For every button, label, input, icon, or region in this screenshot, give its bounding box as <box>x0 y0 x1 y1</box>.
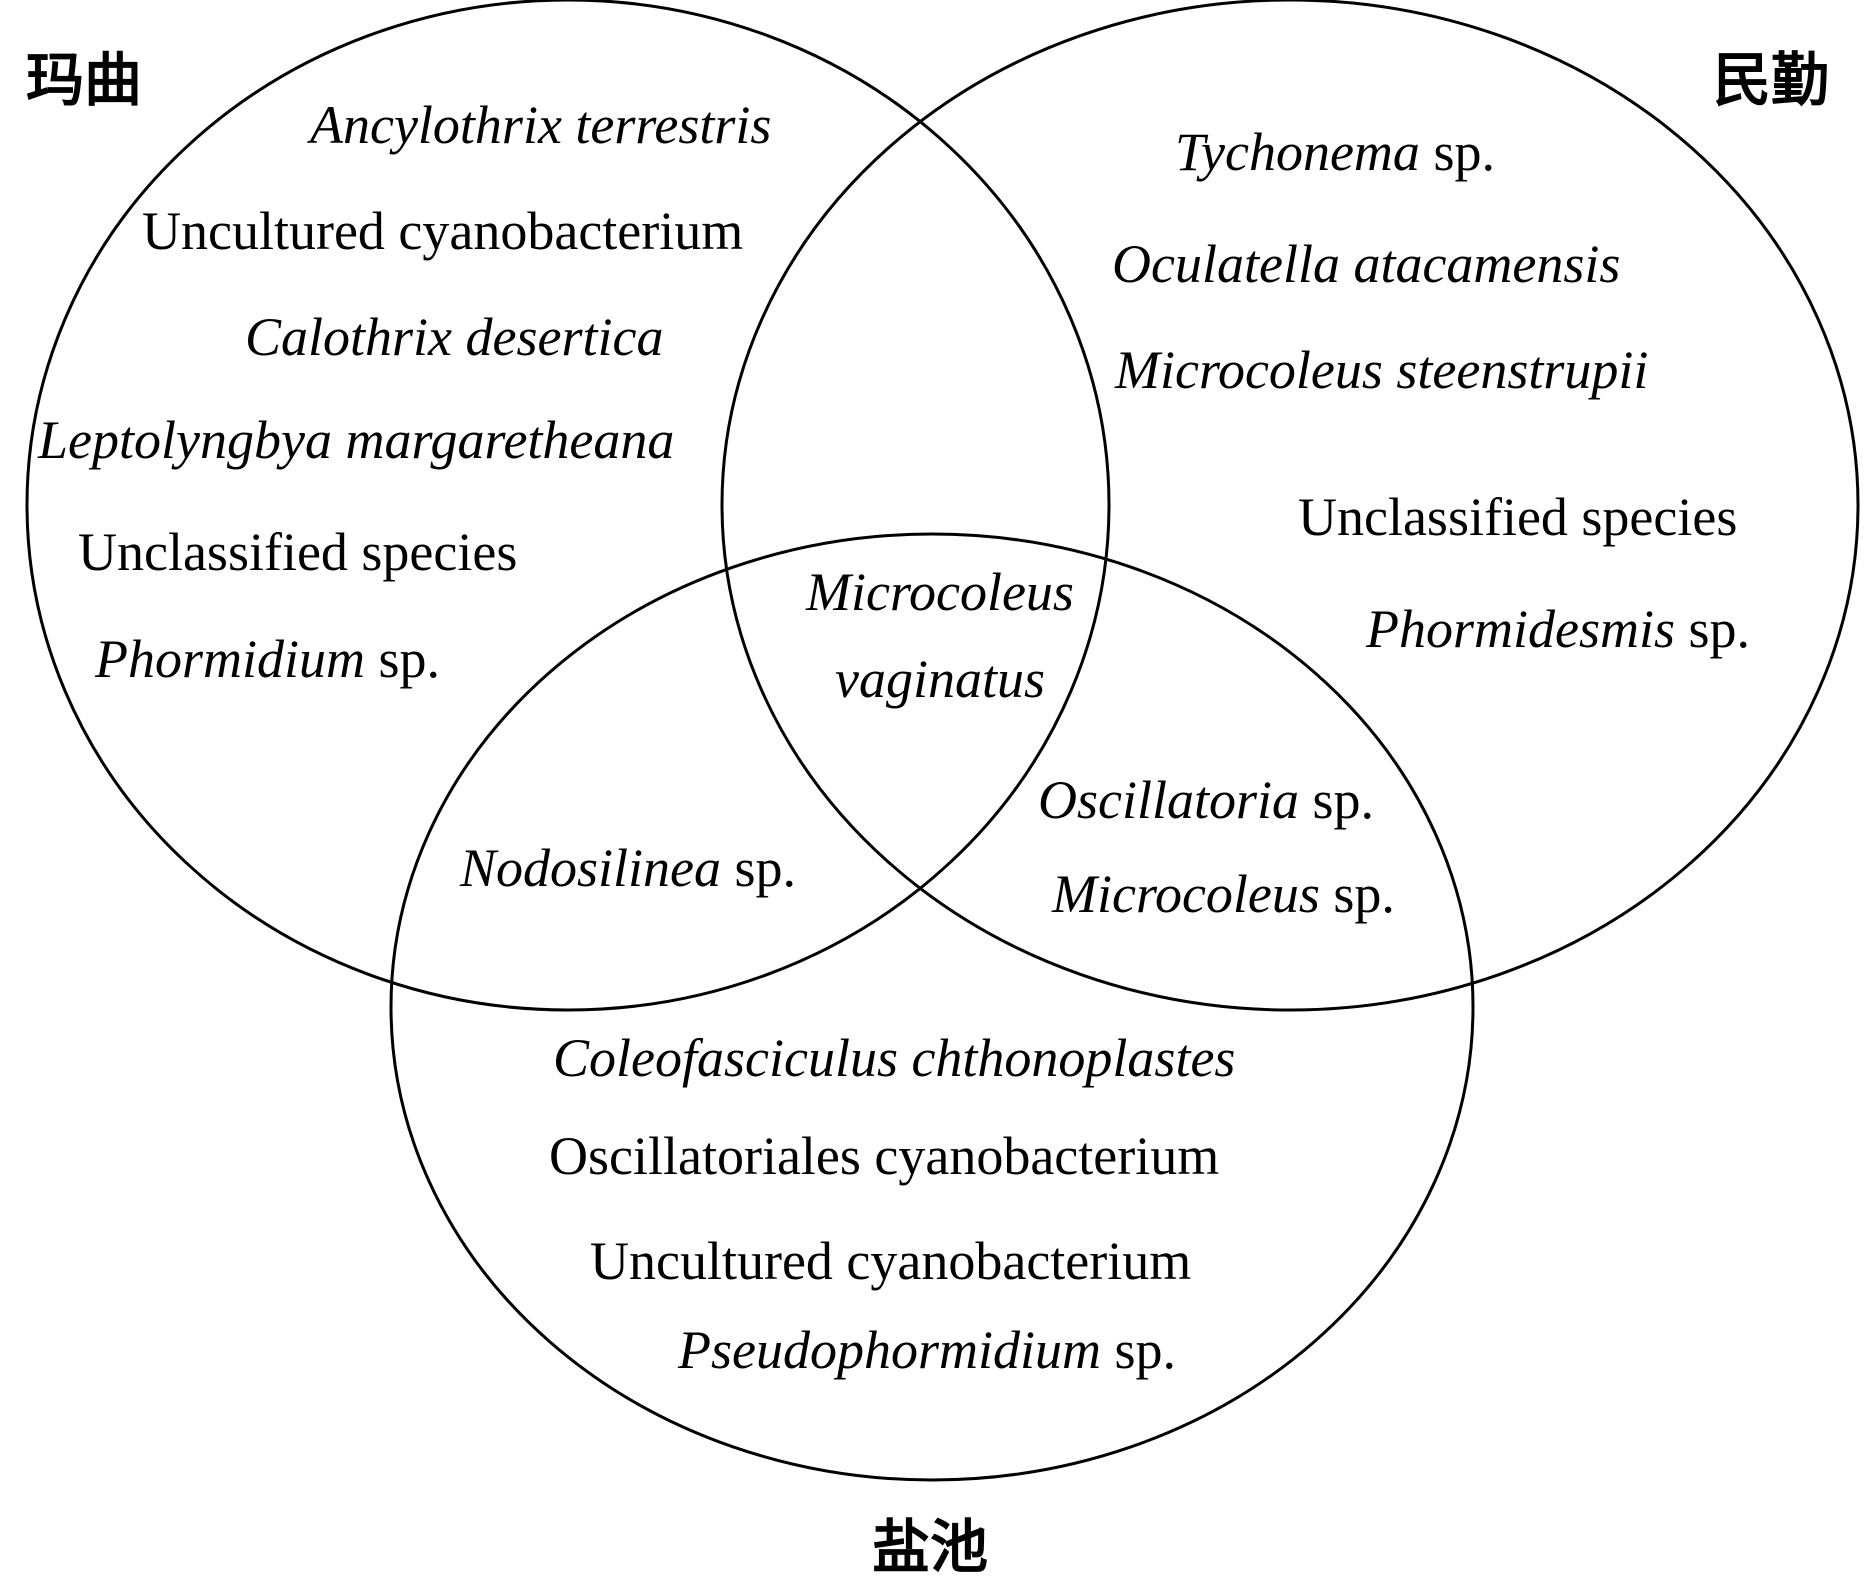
circle-yanchi <box>389 532 1475 1482</box>
species-entry: Leptolyngbya margaretheana <box>37 410 674 470</box>
species-entry: Oscillatoria sp. <box>1038 770 1374 830</box>
species-entry: Microcoleus steenstrupii <box>1114 340 1648 400</box>
species-entry: Coleofasciculus chthonoplastes <box>553 1028 1235 1088</box>
species-entry: vaginatus <box>835 649 1045 709</box>
species-entry: Oculatella atacamensis <box>1112 234 1620 294</box>
species-entry: Pseudophormidium sp. <box>677 1320 1176 1380</box>
species-entry: Uncultured cyanobacterium <box>142 201 743 261</box>
species-entry: Calothrix desertica <box>245 307 663 367</box>
circle-maqu <box>25 0 1111 1012</box>
species-entry: Phormidium sp. <box>94 629 440 689</box>
circle-minqin <box>720 0 1860 1012</box>
species-entry: Microcoleus <box>805 562 1074 622</box>
species-entry: Phormidesmis sp. <box>1365 599 1750 659</box>
species-entry: Microcoleus sp. <box>1051 864 1395 924</box>
species-entry: Ancylothrix terrestris <box>307 95 771 155</box>
set-label-yanchi: 盐池 <box>872 1513 988 1578</box>
species-entry: Unclassified species <box>1298 487 1737 547</box>
species-entry: Uncultured cyanobacterium <box>590 1231 1191 1291</box>
set-label-minqin: 民勤 <box>1713 46 1829 114</box>
set-label-maqu: 玛曲 <box>26 46 142 114</box>
species-entry: Nodosilinea sp. <box>459 838 796 898</box>
species-entry: Oscillatoriales cyanobacterium <box>549 1126 1219 1186</box>
species-entry: Tychonema sp. <box>1175 122 1495 182</box>
species-entry: Unclassified species <box>78 522 517 582</box>
